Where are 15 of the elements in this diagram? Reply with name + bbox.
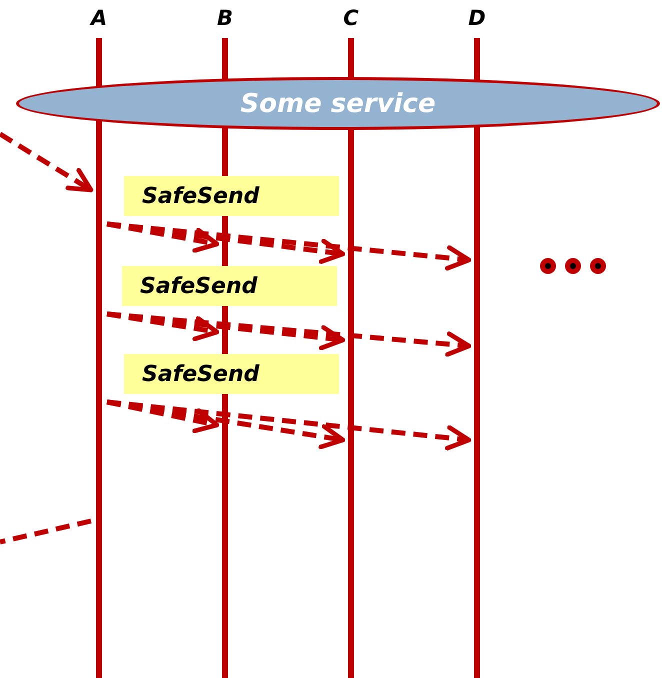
- lifeline-label: D: [468, 5, 486, 32]
- operation-label: SafeSend: [142, 362, 260, 386]
- lifeline-label: A: [90, 5, 108, 32]
- dashed-arrow: [106, 222, 472, 271]
- lifeline-label: B: [217, 5, 234, 32]
- service-label: Some service: [240, 88, 436, 118]
- dashed-arrow: [106, 312, 472, 357]
- operation-label: SafeSend: [140, 274, 258, 298]
- lifeline-label: C: [343, 5, 359, 32]
- operation-box: [124, 354, 339, 394]
- dashed-arrow: [0, 132, 94, 192]
- operation-box: [124, 176, 339, 216]
- dashed-arrow: [106, 400, 472, 450]
- operation-label: SafeSend: [142, 184, 260, 208]
- operation-box: [122, 266, 337, 306]
